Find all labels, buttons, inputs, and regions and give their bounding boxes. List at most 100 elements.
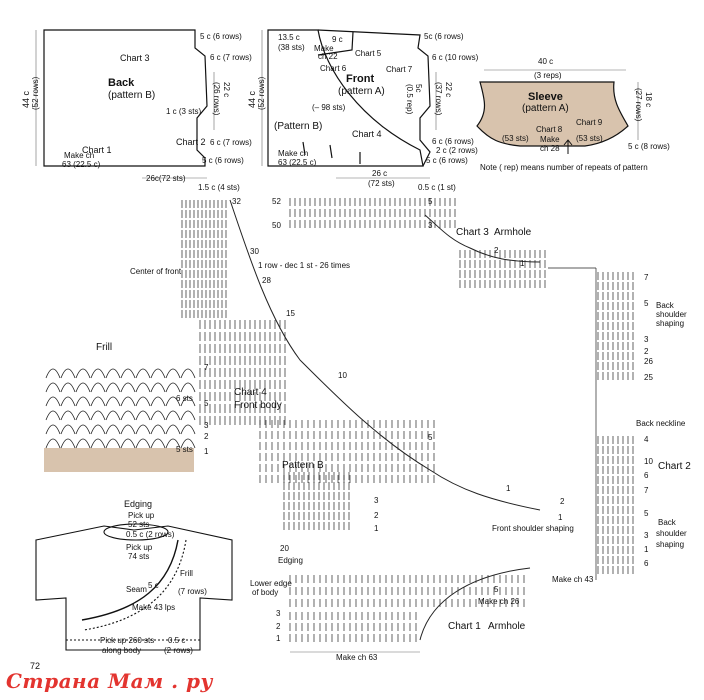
chart3-stitch-grid	[289, 198, 546, 288]
chart3-row3: 3	[428, 221, 433, 230]
edging-rows2: (2 rows)	[164, 646, 193, 655]
back-chart2-label: Chart 2	[176, 137, 206, 147]
frill-arch	[150, 410, 166, 421]
chart4-row1b: 1	[558, 513, 563, 522]
frill-arch	[105, 438, 121, 449]
chart2-row3: 3	[644, 335, 649, 344]
chart2-row25: 25	[644, 373, 653, 382]
chart3-title: Chart 3	[456, 227, 489, 238]
chart2-shoulder2: Back	[658, 518, 676, 527]
front-title: Front	[346, 73, 375, 85]
frill-arch	[90, 396, 106, 407]
back-width-label: 44 c	[21, 90, 31, 108]
edging-schematic	[35, 523, 233, 651]
chart2-row3b: 3	[644, 531, 649, 540]
frill-arch	[45, 424, 61, 435]
front-top-width: 13.5 c	[278, 33, 300, 42]
patternb-row3: 3	[374, 496, 379, 505]
edging-frill: Frill	[180, 569, 193, 578]
chart2-row7: 7	[644, 273, 649, 282]
front-pattern: (pattern A)	[338, 86, 385, 97]
frill-row3: 3	[204, 421, 209, 430]
sleeve-height-rows: (27 rows)	[634, 88, 643, 122]
chart1-row3: 3	[276, 609, 281, 618]
front-width-rows: (52 rows)	[257, 76, 266, 110]
front-minus98: (– 98 sts)	[312, 103, 346, 112]
front-rows-6: 2 c (2 rows)	[436, 146, 478, 155]
frill-arch	[45, 382, 61, 393]
frill-arch	[165, 438, 181, 449]
front-rows-5: 6 c (6 rows)	[432, 137, 474, 146]
frill-arch	[90, 368, 106, 379]
frill-arch	[45, 396, 61, 407]
frill-arch	[60, 424, 76, 435]
front-ch22: ch 22	[318, 52, 338, 61]
chart2-row10: 10	[644, 457, 653, 466]
back-schematic	[43, 29, 208, 167]
back-chart1-label: Chart 1	[82, 145, 112, 155]
chart4-sub: Front body	[234, 400, 282, 411]
front-chart4: Chart 4	[352, 129, 382, 139]
front-rows-4b: (0.5 rep)	[405, 84, 414, 115]
sleeve-title: Sleeve	[528, 91, 563, 103]
chart4-row32: 32	[232, 197, 241, 206]
frill-arch	[120, 382, 136, 393]
edging-rows7: (7 rows)	[178, 587, 207, 596]
frill-arch	[150, 438, 166, 449]
chart4-row5: 5	[428, 433, 433, 442]
front-bottom: 26 c	[372, 169, 388, 178]
frill-arch	[120, 410, 136, 421]
frill-arch	[150, 368, 166, 379]
chart4-row2: 2	[560, 497, 565, 506]
patternb-title: Pattern B	[282, 460, 324, 471]
sleeve-pattern: (pattern A)	[522, 103, 569, 114]
chart3-sub: Armhole	[494, 227, 532, 238]
frill-arch	[135, 382, 151, 393]
front-rows-3b: (37 rows)	[434, 82, 443, 116]
back-bottom2: 1.5 c (4 sts)	[198, 183, 240, 192]
chart2-row2: 2	[644, 347, 649, 356]
frill-arch	[90, 438, 106, 449]
frill-arch	[45, 410, 61, 421]
chart2-row5: 5	[644, 299, 649, 308]
sleeve-53b: (53 sts)	[576, 134, 603, 143]
frill-arch	[120, 438, 136, 449]
chart2-stitch-grid	[548, 267, 634, 580]
frill-arch	[90, 382, 106, 393]
chart2-row6: 6	[644, 471, 649, 480]
frill-arch	[180, 410, 196, 421]
frill-arch	[180, 438, 196, 449]
edging-c05b: 0.5 c	[168, 636, 186, 645]
frill-arch	[165, 396, 181, 407]
frill-row2: 2	[204, 432, 209, 441]
front-bottom2: 0.5 c (1 st)	[418, 183, 456, 192]
frill-arch	[105, 368, 121, 379]
chart2-shoulder1c: shaping	[656, 319, 685, 328]
frill-arch	[135, 368, 151, 379]
sleeve-width: 40 c	[538, 57, 554, 66]
frill-arch	[105, 382, 121, 393]
frill-arch	[105, 396, 121, 407]
sleeve-ch28: ch 28	[540, 144, 560, 153]
frill-arch	[135, 424, 151, 435]
page-number: 72	[30, 661, 41, 671]
chart4-stitch-grid	[181, 199, 541, 511]
edging-seam: Seam	[126, 585, 147, 594]
chart4-row10: 10	[338, 371, 347, 380]
frill-arch	[180, 424, 196, 435]
frill-row7: 7	[204, 363, 209, 372]
front-make: Make	[314, 44, 334, 53]
frill-arch	[150, 424, 166, 435]
frill-arch	[75, 438, 91, 449]
frill-arch	[105, 410, 121, 421]
frill-5sts: 5 sts	[176, 445, 193, 454]
edging-pick260: Pick up 260 sts	[100, 636, 155, 645]
sleeve-rows-8: 5 c (8 rows)	[628, 142, 670, 151]
frill-arch	[150, 382, 166, 393]
sleeve-chart8: Chart 8	[536, 125, 563, 134]
frill-arch	[165, 368, 181, 379]
chart4-center: Center of front	[130, 267, 182, 276]
chart1-make26: Make ch 26	[478, 597, 520, 606]
front-top-sts: (38 sts)	[278, 43, 305, 52]
